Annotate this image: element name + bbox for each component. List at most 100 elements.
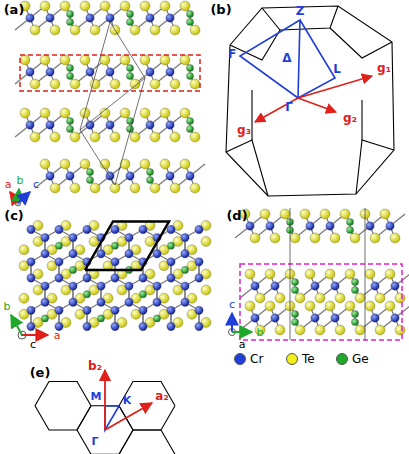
atom [80,159,90,169]
atom [291,318,298,325]
atom [186,64,193,71]
atom [110,79,120,89]
atom [60,108,70,118]
k-point-label: Δ [282,52,291,64]
vector-label: g₂ [343,112,357,124]
atom [311,314,319,322]
atom [41,233,49,241]
atom [146,176,153,183]
legend-item: Cr [234,352,263,366]
atom [275,293,285,303]
atom [170,183,180,193]
atom [80,55,90,65]
atom [150,183,160,193]
atom [97,282,105,290]
atom [305,269,315,279]
atom [335,293,345,303]
atom [120,108,130,118]
legend-swatch [234,353,246,365]
atom [19,245,29,255]
k-point-label: Γ [285,101,293,113]
k-point-label: K [123,395,132,406]
atom [130,132,140,142]
atom [41,298,49,306]
atom [66,117,73,124]
atom [30,25,40,35]
atom [111,274,119,282]
atom [365,269,375,279]
atom [186,18,193,25]
atom [153,298,161,306]
atom [86,168,93,175]
atom [50,183,60,193]
atom [140,159,150,169]
atom [190,25,200,35]
atom [395,325,405,335]
atom [166,172,174,180]
vector-label: g₁ [377,62,391,74]
atom [271,282,279,290]
atom [139,322,147,330]
atom [366,222,374,230]
atom [90,183,100,193]
atom [146,121,154,129]
atom [351,286,358,293]
atom [180,55,190,65]
atom [300,209,310,219]
panel-label: (e) [30,366,51,379]
atom [305,301,315,311]
atom [20,55,30,65]
atom [90,25,100,35]
atom [291,310,298,317]
atom [391,282,399,290]
bilayer-box [240,264,402,340]
atom [195,274,203,282]
atom [386,222,394,230]
atom [351,278,358,285]
atom [167,306,175,314]
atom [69,266,76,273]
atom [250,233,260,243]
atom [370,233,380,243]
atom [160,1,170,11]
atom [80,1,90,11]
atom [167,242,174,249]
k-point-label: M [91,391,102,402]
atom [50,132,60,142]
panel-label: (c) [4,209,24,222]
atom [55,306,63,314]
atom [167,225,175,233]
axis-label: b [4,301,11,312]
atom [180,1,190,11]
atom [153,250,161,258]
atom [390,233,400,243]
atom [130,25,140,35]
atom [335,325,345,335]
atom [100,55,110,65]
atom [186,72,193,79]
atom [385,269,395,279]
atom [190,132,200,142]
atom [195,225,203,233]
atom [315,293,325,303]
atom [181,266,188,273]
unit-cell [80,22,145,185]
atom [201,237,211,247]
atom [331,314,339,322]
atom [55,258,63,266]
axis-label: c [33,179,39,190]
atom [41,315,48,322]
atom [26,121,34,129]
atom [27,225,35,233]
atom [126,18,133,25]
atom [70,79,80,89]
atom [186,125,193,132]
atom [111,322,119,330]
atom [291,278,298,285]
atom [50,79,60,89]
atom [306,222,314,230]
atom [83,274,91,282]
atom [83,291,90,298]
atom [365,301,375,311]
atom [170,79,180,89]
